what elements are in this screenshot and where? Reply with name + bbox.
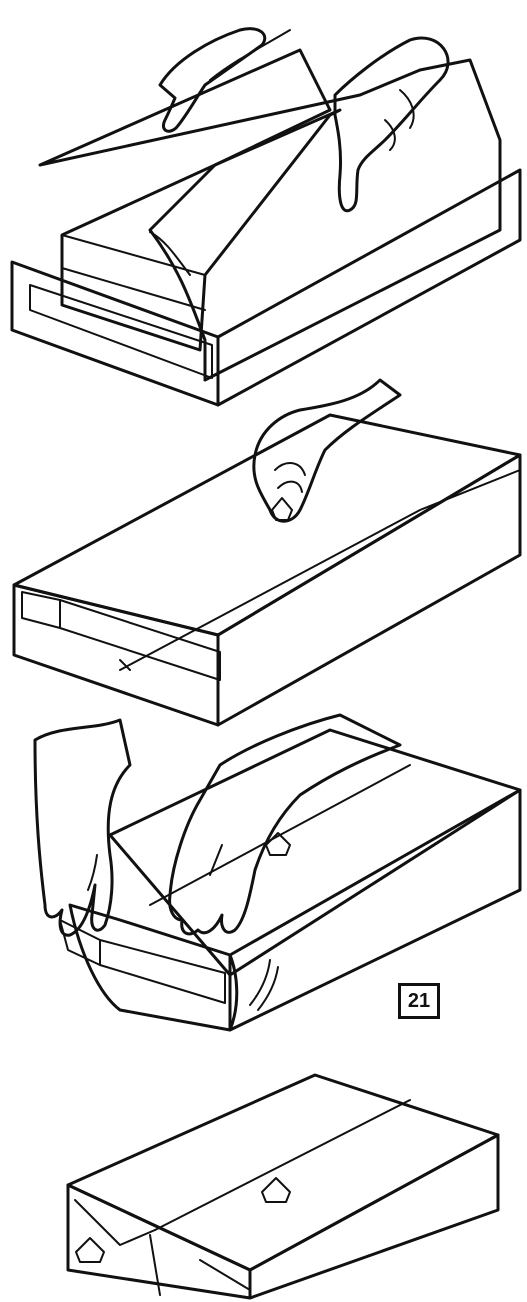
blue-lining bbox=[62, 110, 340, 350]
box-front-end bbox=[14, 585, 218, 725]
step-2-illustration bbox=[0, 360, 527, 730]
step-4-illustration bbox=[0, 1040, 527, 1302]
seal-icon bbox=[272, 498, 292, 520]
box-right-side bbox=[250, 1135, 498, 1298]
blue-strip bbox=[60, 600, 220, 680]
left-hand bbox=[160, 29, 265, 132]
step-3-illustration bbox=[0, 705, 527, 1055]
hand-with-seal bbox=[254, 380, 400, 521]
box-top bbox=[14, 415, 520, 635]
box-top bbox=[110, 730, 520, 975]
right-hand bbox=[335, 38, 448, 211]
seal-icon bbox=[76, 1238, 104, 1262]
right-hand bbox=[170, 715, 400, 934]
end-flap bbox=[70, 905, 237, 1030]
seal-icon bbox=[262, 1178, 290, 1202]
left-hand bbox=[35, 720, 130, 935]
box-top bbox=[68, 1075, 498, 1270]
step-1-illustration bbox=[0, 0, 527, 410]
box-front-end bbox=[68, 1185, 250, 1298]
box-right-side bbox=[230, 790, 520, 1030]
figure-number-label: 21 bbox=[398, 983, 440, 1019]
